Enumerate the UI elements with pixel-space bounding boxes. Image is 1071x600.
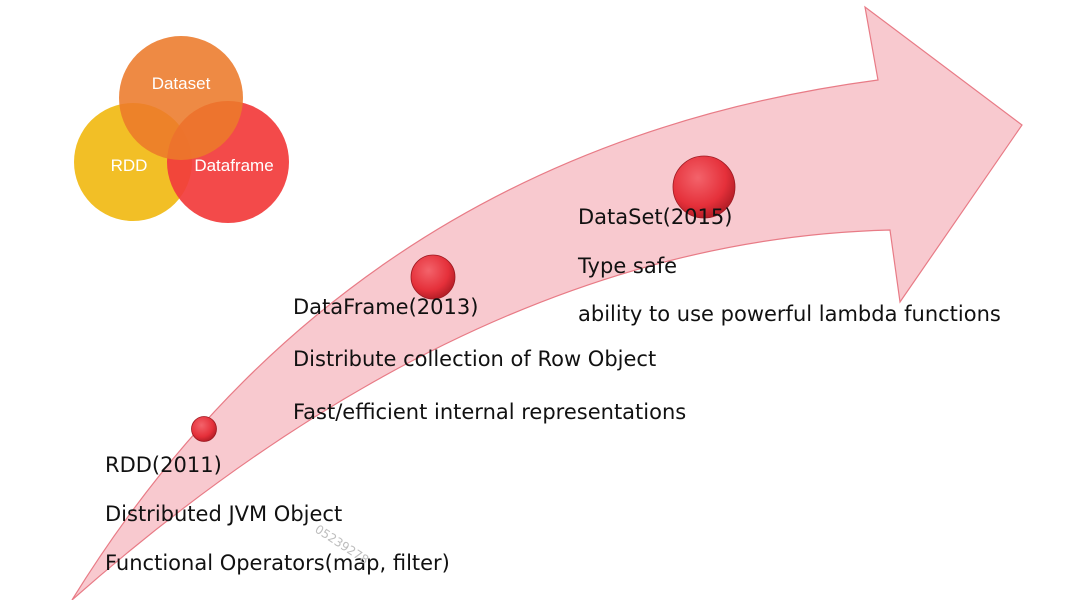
dataframe-feature-2: Fast/efficient internal representations xyxy=(293,400,687,424)
dataset-title: DataSet(2015) xyxy=(578,205,733,229)
rdd-marker xyxy=(191,416,217,442)
venn-dataset-label: Dataset xyxy=(152,74,211,93)
dataset-feature-1: Type safe xyxy=(578,254,678,278)
venn-dataset-circle xyxy=(119,36,243,160)
dataframe-feature-1: Distribute collection of Row Object xyxy=(293,347,657,371)
dataset-marker xyxy=(672,155,736,219)
dataframe-marker xyxy=(410,254,456,300)
venn-diagram: Dataset RDD Dataframe xyxy=(74,36,289,223)
rdd-feature-1: Distributed JVM Object xyxy=(105,502,343,526)
venn-rdd-label: RDD xyxy=(111,156,148,175)
rdd-feature-2: Functional Operators(map, filter) xyxy=(105,551,450,575)
dataset-feature-2: ability to use powerful lambda functions xyxy=(578,302,1001,326)
growth-arrow xyxy=(71,5,1023,600)
rdd-title: RDD(2011) xyxy=(105,453,222,477)
dataframe-title: DataFrame(2013) xyxy=(293,295,479,319)
venn-dataframe-label: Dataframe xyxy=(194,156,273,175)
